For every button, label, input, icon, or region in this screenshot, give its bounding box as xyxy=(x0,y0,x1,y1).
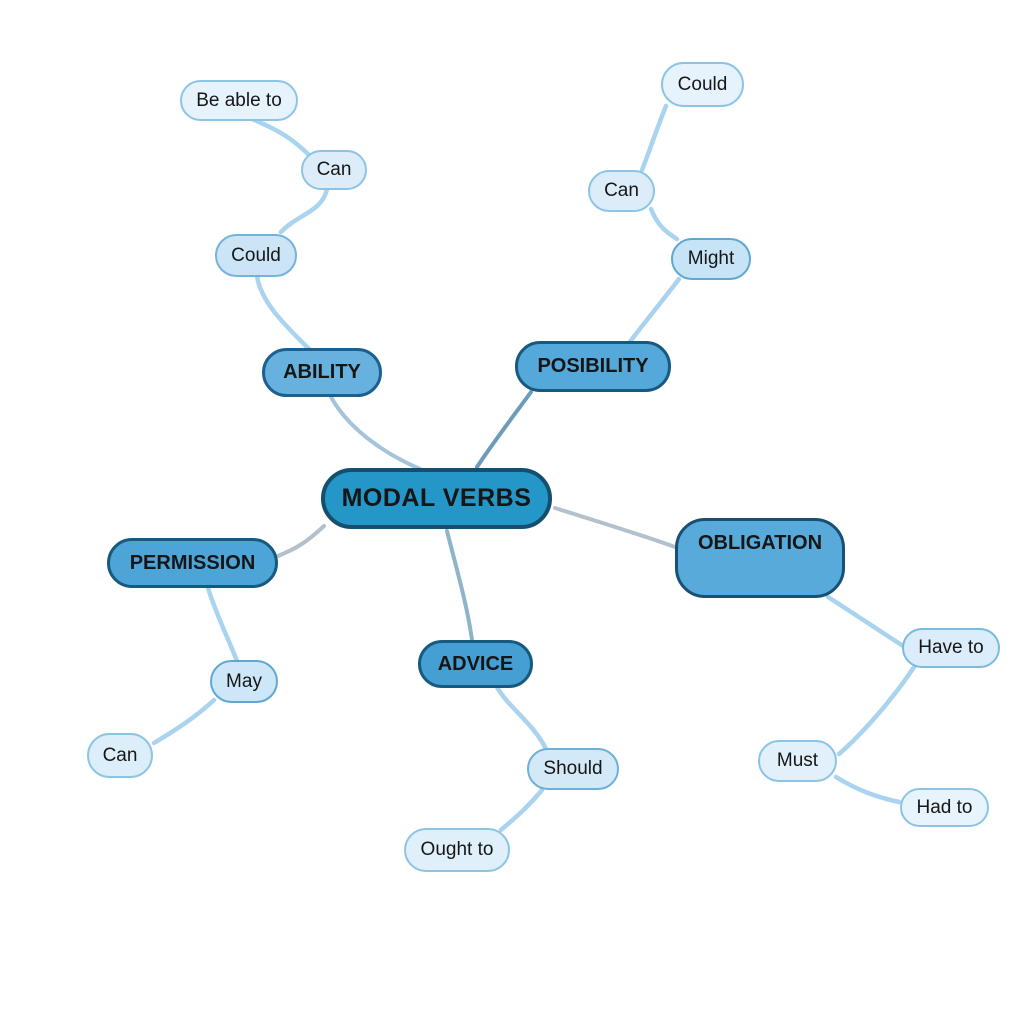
node-leaf-must: Must xyxy=(758,740,837,782)
edge-center-advice xyxy=(445,529,474,642)
edge-can-beableto xyxy=(249,116,313,159)
edge-center-posibility xyxy=(475,390,533,469)
node-branch-advice: ADVICE xyxy=(418,640,533,688)
edge-center-permission xyxy=(276,524,326,558)
node-leaf-may: May xyxy=(210,660,278,703)
node-leaf-should: Should xyxy=(527,748,619,790)
edge-can-could-right xyxy=(639,103,669,173)
node-modal-verbs: MODAL VERBS xyxy=(321,468,552,529)
node-leaf-ought-to: Ought to xyxy=(404,828,510,872)
node-branch-ability: ABILITY xyxy=(262,348,382,397)
edge-posibility-might xyxy=(626,276,682,346)
edge-center-ability xyxy=(329,395,422,471)
edge-advice-should xyxy=(494,684,549,752)
node-leaf-have-to: Have to xyxy=(902,628,1000,668)
node-leaf-might: Might xyxy=(671,238,751,280)
node-leaf-can-ability: Can xyxy=(301,150,367,190)
edge-permission-may xyxy=(205,585,240,664)
node-leaf-can-posibility: Can xyxy=(588,170,655,212)
node-leaf-could-ability: Could xyxy=(215,234,297,277)
node-leaf-be-able-to: Be able to xyxy=(180,80,298,121)
edge-haveto-must xyxy=(836,664,917,757)
edge-could-can-left xyxy=(278,186,330,235)
node-leaf-had-to: Had to xyxy=(900,788,989,827)
edge-obligation-haveto xyxy=(825,594,906,649)
edge-must-hadto xyxy=(833,774,902,805)
edge-ability-could xyxy=(254,273,312,352)
node-branch-permission: PERMISSION xyxy=(107,538,278,588)
node-leaf-could-posibility: Could xyxy=(661,62,744,107)
node-leaf-can-permission: Can xyxy=(87,733,153,778)
edge-may-can-bottom xyxy=(151,697,217,746)
edge-center-obligation xyxy=(553,506,677,549)
node-branch-obligation: OBLIGATION xyxy=(675,518,845,598)
edge-should-oughtto xyxy=(498,787,545,833)
node-branch-posibility: POSIBILITY xyxy=(515,341,671,392)
edge-might-can-right xyxy=(648,206,680,242)
